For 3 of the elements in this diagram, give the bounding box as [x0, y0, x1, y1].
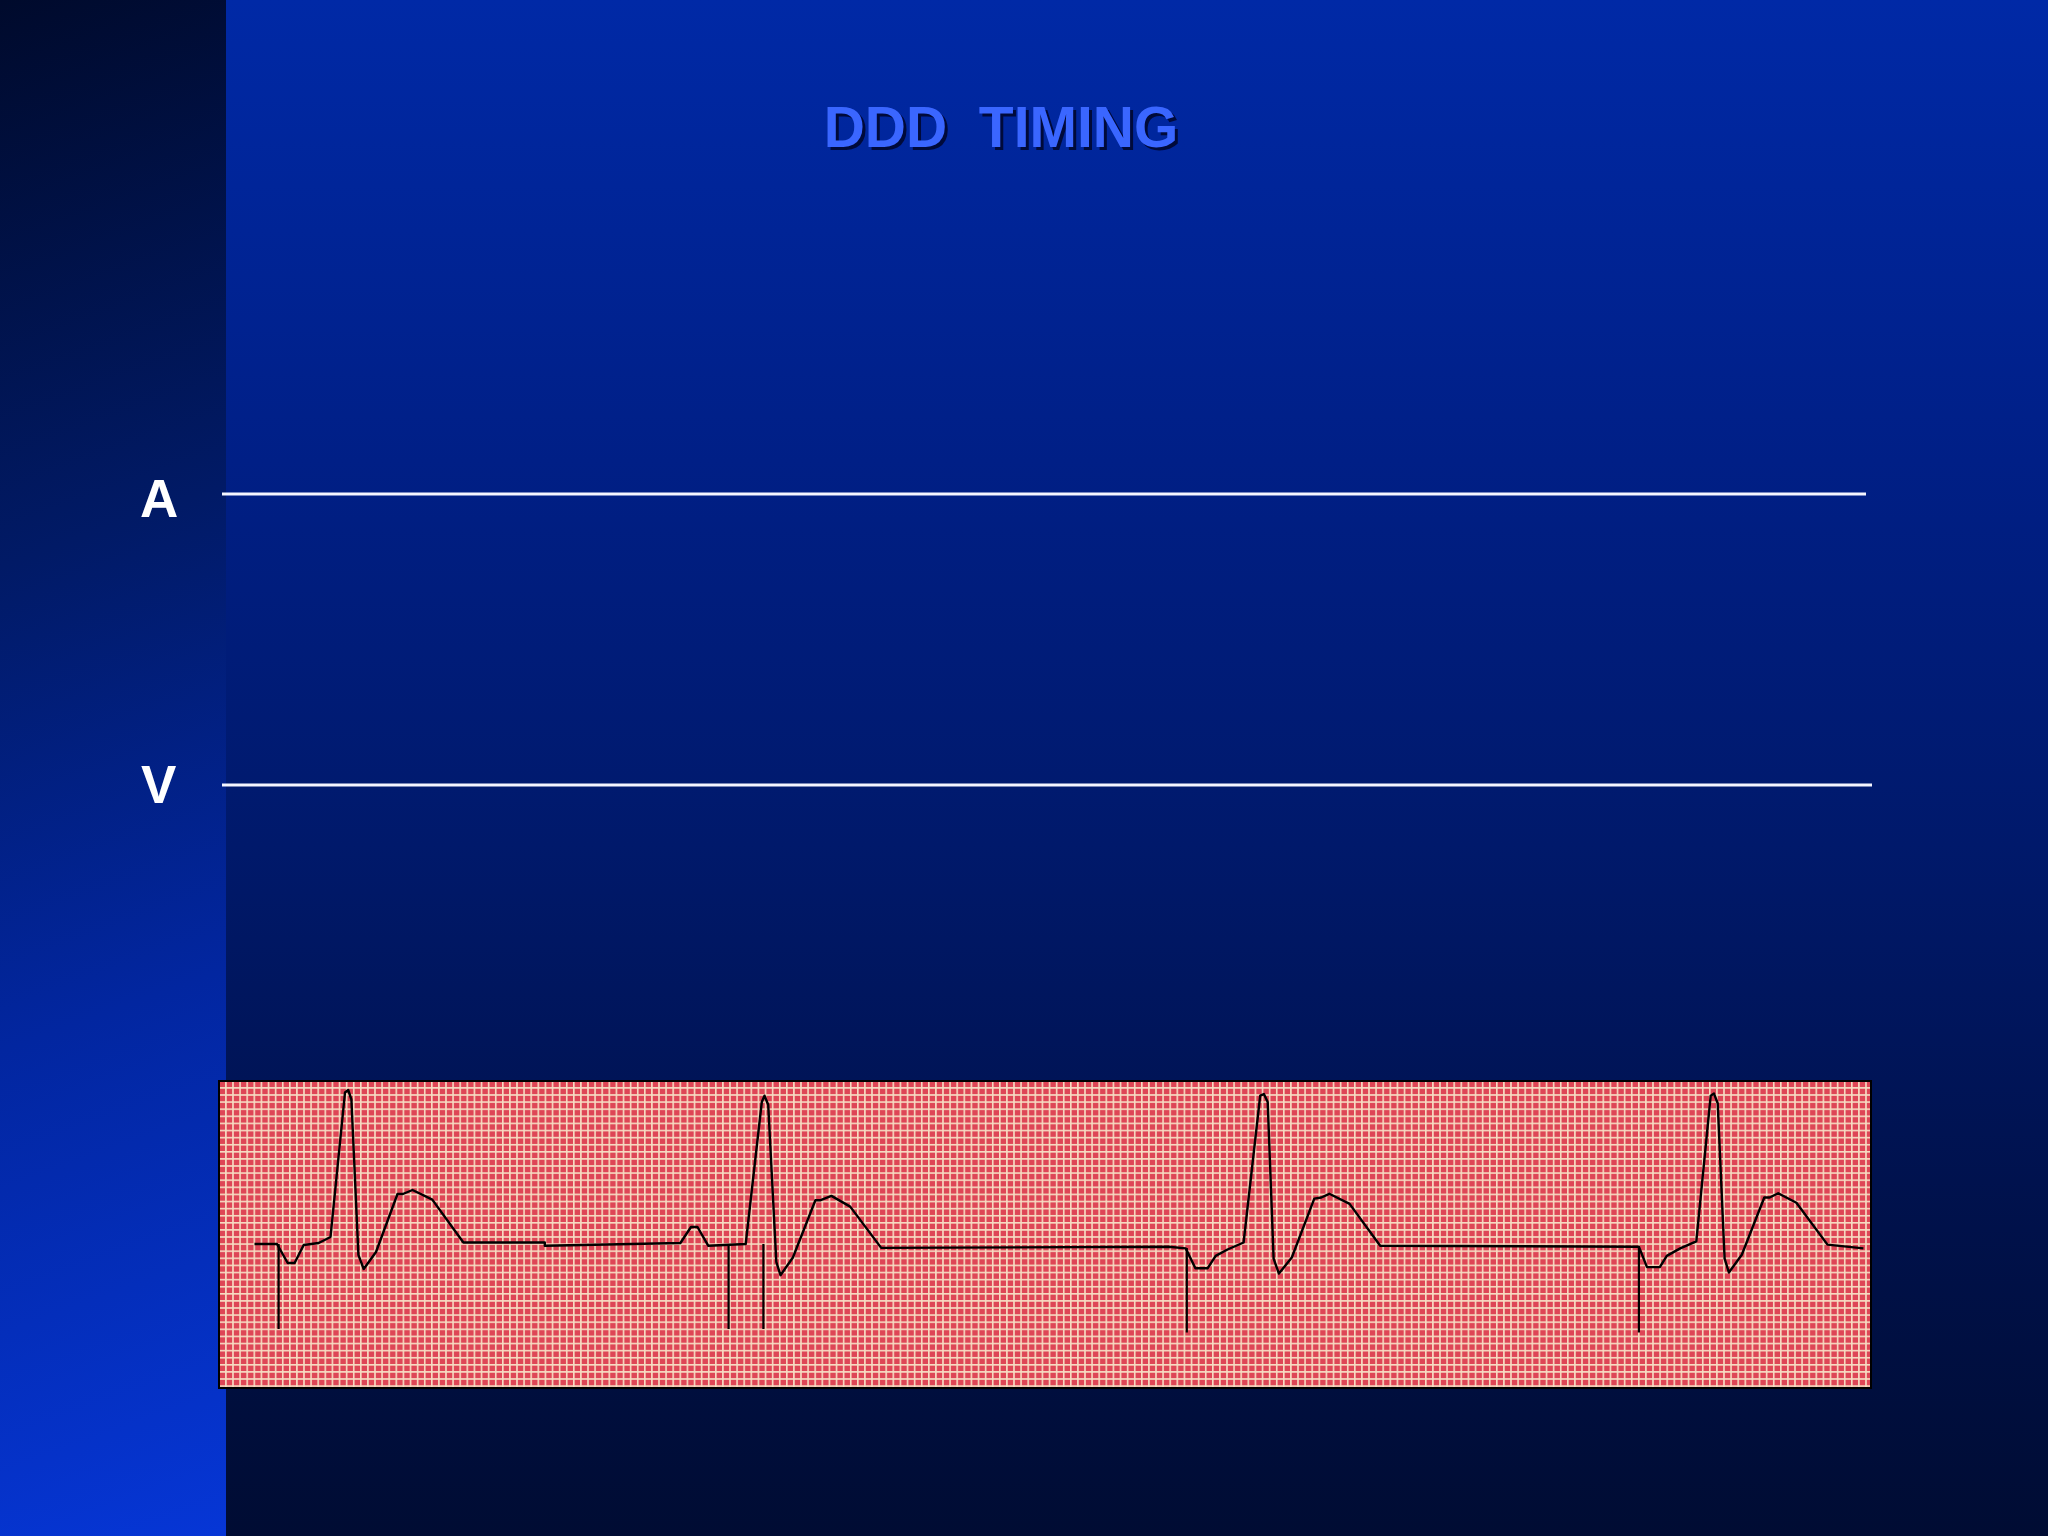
slide-title: DDD TIMING	[823, 94, 1179, 160]
row-label: V	[141, 758, 177, 811]
row-label: A	[140, 472, 179, 525]
